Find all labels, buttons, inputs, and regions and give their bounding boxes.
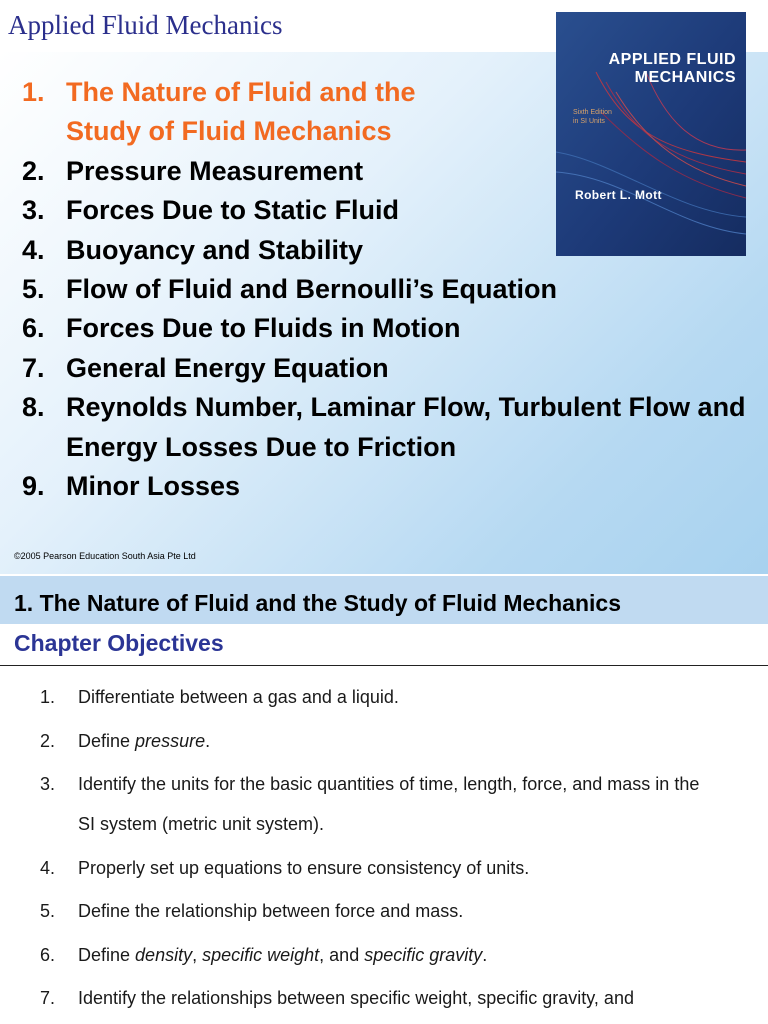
objective-text: Differentiate between a gas and a liquid…	[78, 687, 399, 707]
toc-item-text: Flow of Fluid and Bernoulli’s Equation	[66, 274, 557, 305]
objective-text: Identify the units for the basic quantit…	[78, 774, 700, 834]
toc-item: 2. Pressure Measurement	[22, 152, 766, 191]
toc-item: 1. The Nature of Fluid and the Study of …	[22, 73, 766, 152]
objective-item: 7. Identify the relationships between sp…	[40, 978, 738, 1018]
objective-number: 7.	[40, 988, 56, 1008]
slide-2: 1. The Nature of Fluid and the Study of …	[0, 574, 768, 1024]
slide-1: Applied Fluid Mechanics 1. The Nature of…	[0, 10, 768, 574]
book-cover-image: APPLIED FLUID MECHANICS Sixth Edition in…	[556, 12, 746, 256]
toc-item: 8. Reynolds Number, Laminar Flow, Turbul…	[22, 388, 766, 467]
toc-item-text: Reynolds Number, Laminar Flow, Turbulent…	[66, 392, 746, 462]
slide-2-banner: 1. The Nature of Fluid and the Study of …	[0, 576, 768, 624]
toc-item-number: 5.	[22, 274, 45, 305]
book-cover-title: APPLIED FLUID MECHANICS	[556, 51, 736, 87]
toc-item-text: The Nature of Fluid and the Study of Flu…	[66, 77, 416, 147]
objective-text: Identify the relationships between speci…	[78, 988, 634, 1008]
objective-text: Properly set up equations to ensure cons…	[78, 857, 530, 878]
slide-2-banner-title: 1. The Nature of Fluid and the Study of …	[14, 590, 621, 616]
objective-item: 1. Differentiate between a gas and a liq…	[40, 677, 738, 717]
objective-item: 2. Define pressure.	[40, 721, 738, 761]
copyright-notice: ©2005 Pearson Education South Asia Pte L…	[14, 551, 196, 561]
objectives-list: 1. Differentiate between a gas and a liq…	[40, 677, 738, 1022]
objective-number: 2.	[40, 730, 56, 751]
book-cover-title-line: APPLIED FLUID	[608, 51, 736, 68]
objective-number: 3.	[40, 774, 56, 794]
objective-item: 3. Identify the units for the basic quan…	[40, 764, 738, 844]
objective-item: 5. Define the relationship between force…	[40, 891, 738, 931]
toc-item: 4. Buoyancy and Stability	[22, 231, 766, 270]
objective-text: Define density, specific weight, and spe…	[78, 944, 488, 965]
toc-item-text: Minor Losses	[66, 471, 241, 502]
objective-number: 5.	[40, 901, 56, 921]
objective-text: Define pressure.	[78, 730, 211, 751]
toc-item-text: Pressure Measurement	[66, 155, 364, 186]
toc-item: 3. Forces Due to Static Fluid	[22, 191, 766, 230]
book-cover-art	[556, 12, 746, 256]
table-of-contents: 1. The Nature of Fluid and the Study of …	[22, 73, 766, 506]
book-cover-title-line: MECHANICS	[634, 69, 736, 86]
toc-item-number: 6.	[22, 313, 45, 344]
toc-item-number: 4.	[22, 234, 45, 265]
objective-text: Define the relationship between force an…	[78, 901, 464, 921]
toc-item-number: 7.	[22, 352, 45, 383]
objective-number: 6.	[40, 944, 56, 965]
book-cover-edition: Sixth Edition in SI Units	[573, 108, 612, 126]
toc-item-text: General Energy Equation	[66, 352, 389, 383]
toc-item: 6. Forces Due to Fluids in Motion	[22, 309, 766, 348]
slide-2-subtitle: Chapter Objectives	[14, 630, 224, 656]
toc-item-text: Forces Due to Static Fluid	[66, 195, 400, 226]
toc-item-number: 8.	[22, 392, 45, 423]
toc-item-number: 1.	[22, 77, 45, 107]
objective-item: 6. Define density, specific weight, and …	[40, 935, 738, 975]
objective-number: 4.	[40, 857, 56, 878]
toc-item-number: 2.	[22, 155, 45, 186]
book-cover-edition-line: in SI Units	[573, 118, 605, 125]
objective-number: 1.	[40, 687, 56, 707]
divider-line	[0, 665, 768, 666]
objective-item: 4. Properly set up equations to ensure c…	[40, 848, 738, 888]
toc-item: 7. General Energy Equation	[22, 349, 766, 388]
toc-item: 9. Minor Losses	[22, 467, 766, 506]
book-cover-edition-line: Sixth Edition	[573, 109, 612, 116]
toc-item-text: Forces Due to Fluids in Motion	[66, 313, 461, 344]
toc-item-number: 3.	[22, 195, 45, 226]
book-cover-author: Robert L. Mott	[575, 188, 662, 202]
toc-item-number: 9.	[22, 471, 45, 502]
slide-1-title: Applied Fluid Mechanics	[8, 10, 283, 40]
toc-item: 5. Flow of Fluid and Bernoulli’s Equatio…	[22, 270, 766, 309]
toc-item-text: Buoyancy and Stability	[66, 234, 364, 265]
